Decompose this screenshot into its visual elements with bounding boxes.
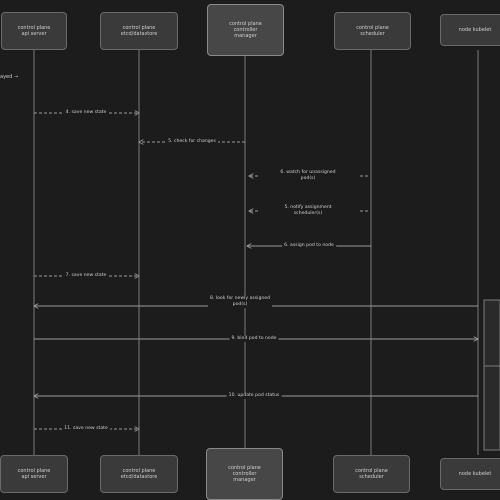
participant-api-server-bottom: control plane api server	[0, 455, 68, 493]
participant-api-server-top: control plane api server	[1, 12, 67, 50]
message-label-9: 10. update pod status	[226, 393, 282, 399]
activation-bar	[483, 299, 500, 451]
participant-kubelet-top: node kubelet	[440, 14, 500, 46]
participant-controller-manager-top: control plane controller manager	[207, 4, 284, 56]
message-label-4: 5. notify assignment scheduler(s)	[282, 205, 334, 217]
message-label-10: 11. save new state	[62, 426, 110, 432]
message-label-2: 5. check for changes	[166, 139, 218, 145]
participant-kubelet-bottom: node kubelet	[440, 458, 500, 490]
message-label-3: 6. watch for unassigned pod(s)	[278, 170, 338, 182]
participant-controller-manager-bottom: control plane controller manager	[206, 448, 283, 500]
message-label-8: 9. bind pod to node	[229, 336, 279, 342]
message-label-7: 8. look for newly assigned pod(s)	[207, 296, 273, 308]
participant-scheduler-top: control plane scheduler	[334, 12, 411, 50]
message-label-6: 7. save new state	[63, 273, 109, 279]
participant-etcd-bottom: control plane etcd/datastore	[100, 455, 178, 493]
message-label-1: 4. save new state	[63, 110, 109, 116]
message-label-5: 6. assign pod to node	[282, 243, 336, 249]
participant-etcd-top: control plane etcd/datastore	[100, 12, 178, 50]
side-note: ayed →	[0, 74, 19, 80]
participant-scheduler-bottom: control plane scheduler	[333, 455, 410, 493]
